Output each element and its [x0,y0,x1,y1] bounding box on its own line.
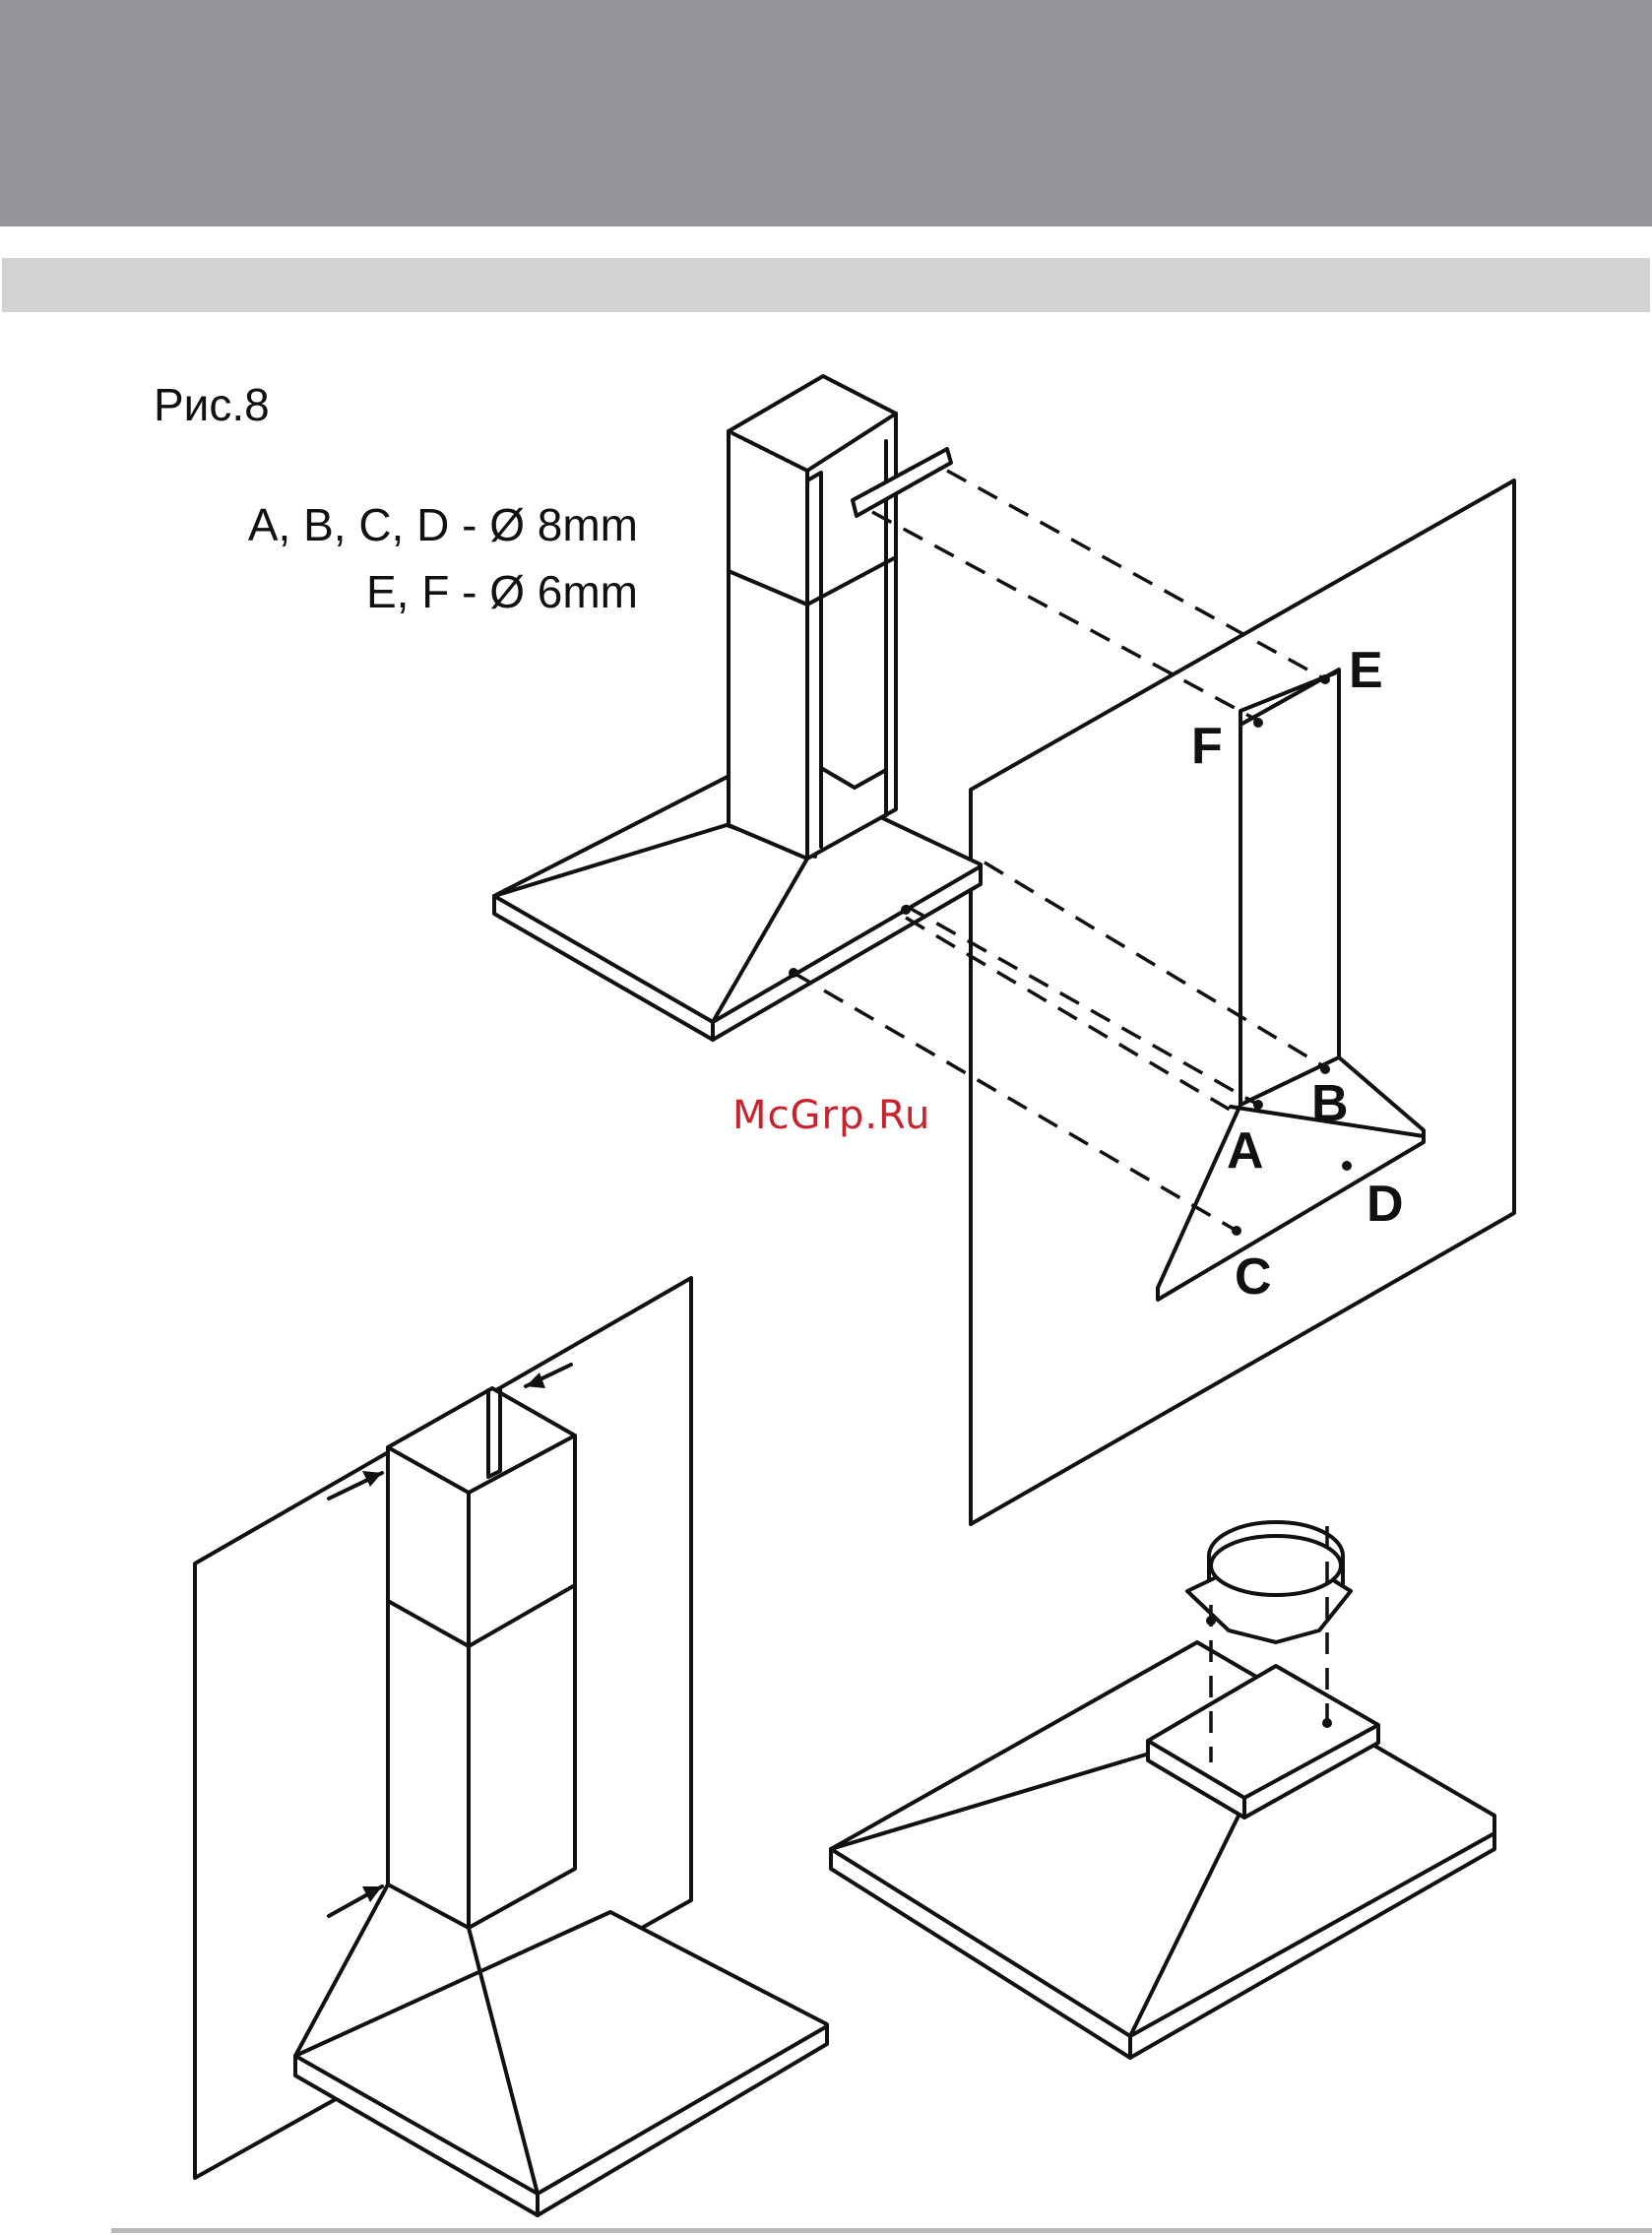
point-label-f: F [1191,718,1223,775]
point-label-b: B [1311,1075,1349,1132]
hood-exploded [494,376,981,1040]
footer-rule [111,2228,1652,2233]
watermark: McGrp.Ru [732,1093,930,1138]
point-label-e: E [1349,642,1383,699]
point-label-c: C [1235,1248,1272,1306]
hood-with-flange [831,1522,1494,2058]
hood-assembled [195,1278,827,2215]
point-label-d: D [1366,1176,1404,1233]
wall-bracket-upper [1240,670,1339,1105]
point-label-a: A [1227,1122,1264,1180]
